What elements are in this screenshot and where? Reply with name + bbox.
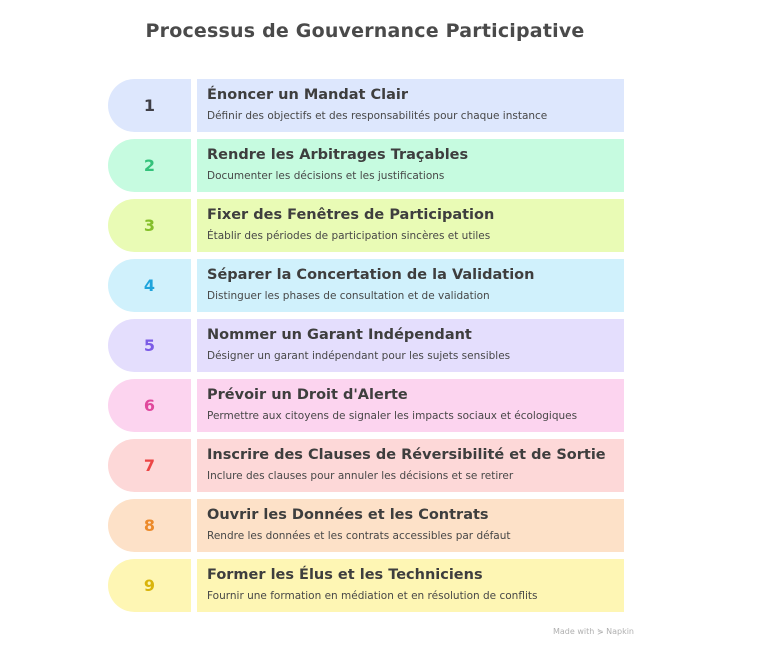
step-row: 7 Inscrire des Clauses de Réversibilité e… [108, 439, 624, 492]
step-description: Désigner un garant indépendant pour les … [207, 350, 511, 362]
step-content: Séparer la Concertation de la Validation… [197, 259, 624, 312]
step-heading: Former les Élus et les Techniciens [207, 567, 483, 583]
step-content: Inscrire des Clauses de Réversibilité et… [197, 439, 624, 492]
step-number-badge: 3 [108, 199, 191, 252]
step-description: Établir des périodes de participation si… [207, 230, 491, 242]
step-description: Permettre aux citoyens de signaler les i… [207, 410, 578, 422]
step-number-badge: 6 [108, 379, 191, 432]
step-description: Inclure des clauses pour annuler les déc… [207, 470, 514, 482]
step-description: Documenter les décisions et les justific… [207, 170, 445, 182]
step-heading: Inscrire des Clauses de Réversibilité et… [207, 447, 606, 463]
step-number-badge: 4 [108, 259, 191, 312]
step-description: Distinguer les phases de consultation et… [207, 290, 490, 302]
step-number-badge: 1 [108, 79, 191, 132]
diagram-title: Processus de Gouvernance Participative [145, 20, 585, 42]
step-number-badge: 7 [108, 439, 191, 492]
step-heading: Ouvrir les Données et les Contrats [207, 507, 489, 523]
step-heading: Fixer des Fenêtres de Participation [207, 207, 495, 223]
step-heading: Nommer un Garant Indépendant [207, 327, 472, 343]
step-number-badge: 8 [108, 499, 191, 552]
step-description: Fournir une formation en médiation et en… [207, 590, 538, 602]
napkin-watermark: Made with ⋟ Napkin [553, 627, 634, 636]
step-description: Définir des objectifs et des responsabil… [207, 110, 548, 122]
step-heading: Rendre les Arbitrages Traçables [207, 147, 469, 163]
step-heading: Séparer la Concertation de la Validation [207, 267, 535, 283]
step-heading: Énoncer un Mandat Clair [207, 87, 409, 103]
step-description: Rendre les données et les contrats acces… [207, 530, 511, 542]
step-number-badge: 5 [108, 319, 191, 372]
step-number-badge: 9 [108, 559, 191, 612]
step-heading: Prévoir un Droit d'Alerte [207, 387, 408, 403]
step-number-badge: 2 [108, 139, 191, 192]
